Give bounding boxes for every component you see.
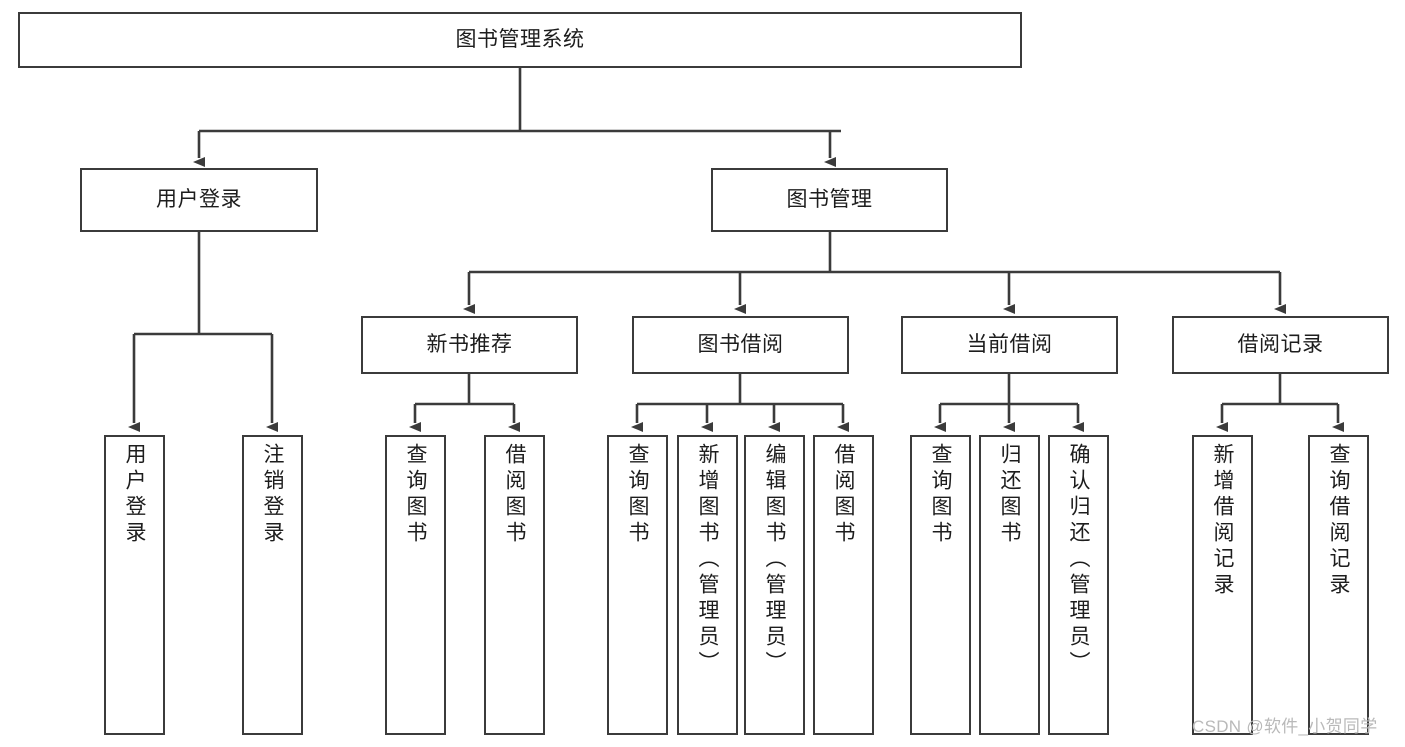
node-leaf-add-book[interactable]: 新增图书（管理员） (677, 435, 738, 735)
node-book-mgmt-label: 图书管理 (786, 187, 873, 211)
node-leaf-borrow-book-2[interactable]: 借阅图书 (813, 435, 874, 735)
node-leaf-user-login[interactable]: 用户登录 (104, 435, 165, 735)
node-leaf-edit-book[interactable]: 编辑图书（管理员） (744, 435, 805, 735)
node-leaf-query-book-1-label: 查询图书 (404, 443, 427, 547)
node-leaf-query-book-2-label: 查询图书 (626, 443, 649, 547)
node-book-borrow[interactable]: 图书借阅 (632, 316, 849, 374)
node-leaf-return-book-label: 归还图书 (998, 443, 1021, 547)
node-root-label: 图书管理系统 (455, 27, 585, 51)
node-leaf-query-record[interactable]: 查询借阅记录 (1308, 435, 1369, 735)
node-leaf-query-book-3[interactable]: 查询图书 (910, 435, 971, 735)
node-leaf-borrow-book-1-label: 借阅图书 (503, 443, 526, 547)
node-user-login[interactable]: 用户登录 (80, 168, 318, 232)
node-leaf-query-book-1[interactable]: 查询图书 (385, 435, 446, 735)
node-leaf-add-book-label: 新增图书（管理员） (696, 443, 719, 677)
node-leaf-logout-label: 注销登录 (261, 443, 284, 547)
node-leaf-edit-book-label: 编辑图书（管理员） (763, 443, 786, 677)
node-leaf-return-book[interactable]: 归还图书 (979, 435, 1040, 735)
node-new-book-rec-label: 新书推荐 (426, 332, 513, 356)
node-leaf-confirm-return-label: 确认归还（管理员） (1067, 443, 1090, 677)
node-leaf-borrow-book-2-label: 借阅图书 (832, 443, 855, 547)
node-borrow-record-label: 借阅记录 (1237, 332, 1324, 356)
node-leaf-query-book-3-label: 查询图书 (929, 443, 952, 547)
node-leaf-user-login-label: 用户登录 (123, 443, 146, 547)
node-current-borrow-label: 当前借阅 (966, 332, 1053, 356)
node-root[interactable]: 图书管理系统 (18, 12, 1022, 68)
csdn-watermark: CSDN @软件_小贺同学 (1192, 717, 1378, 736)
node-book-borrow-label: 图书借阅 (697, 332, 784, 356)
node-borrow-record[interactable]: 借阅记录 (1172, 316, 1389, 374)
node-book-mgmt[interactable]: 图书管理 (711, 168, 948, 232)
node-current-borrow[interactable]: 当前借阅 (901, 316, 1118, 374)
node-leaf-logout[interactable]: 注销登录 (242, 435, 303, 735)
node-leaf-query-book-2[interactable]: 查询图书 (607, 435, 668, 735)
node-leaf-borrow-book-1[interactable]: 借阅图书 (484, 435, 545, 735)
node-leaf-confirm-return[interactable]: 确认归还（管理员） (1048, 435, 1109, 735)
node-user-login-label: 用户登录 (156, 187, 242, 211)
node-leaf-add-record-label: 新增借阅记录 (1211, 443, 1234, 599)
node-new-book-rec[interactable]: 新书推荐 (361, 316, 578, 374)
node-leaf-add-record[interactable]: 新增借阅记录 (1192, 435, 1253, 735)
node-leaf-query-record-label: 查询借阅记录 (1327, 443, 1350, 599)
